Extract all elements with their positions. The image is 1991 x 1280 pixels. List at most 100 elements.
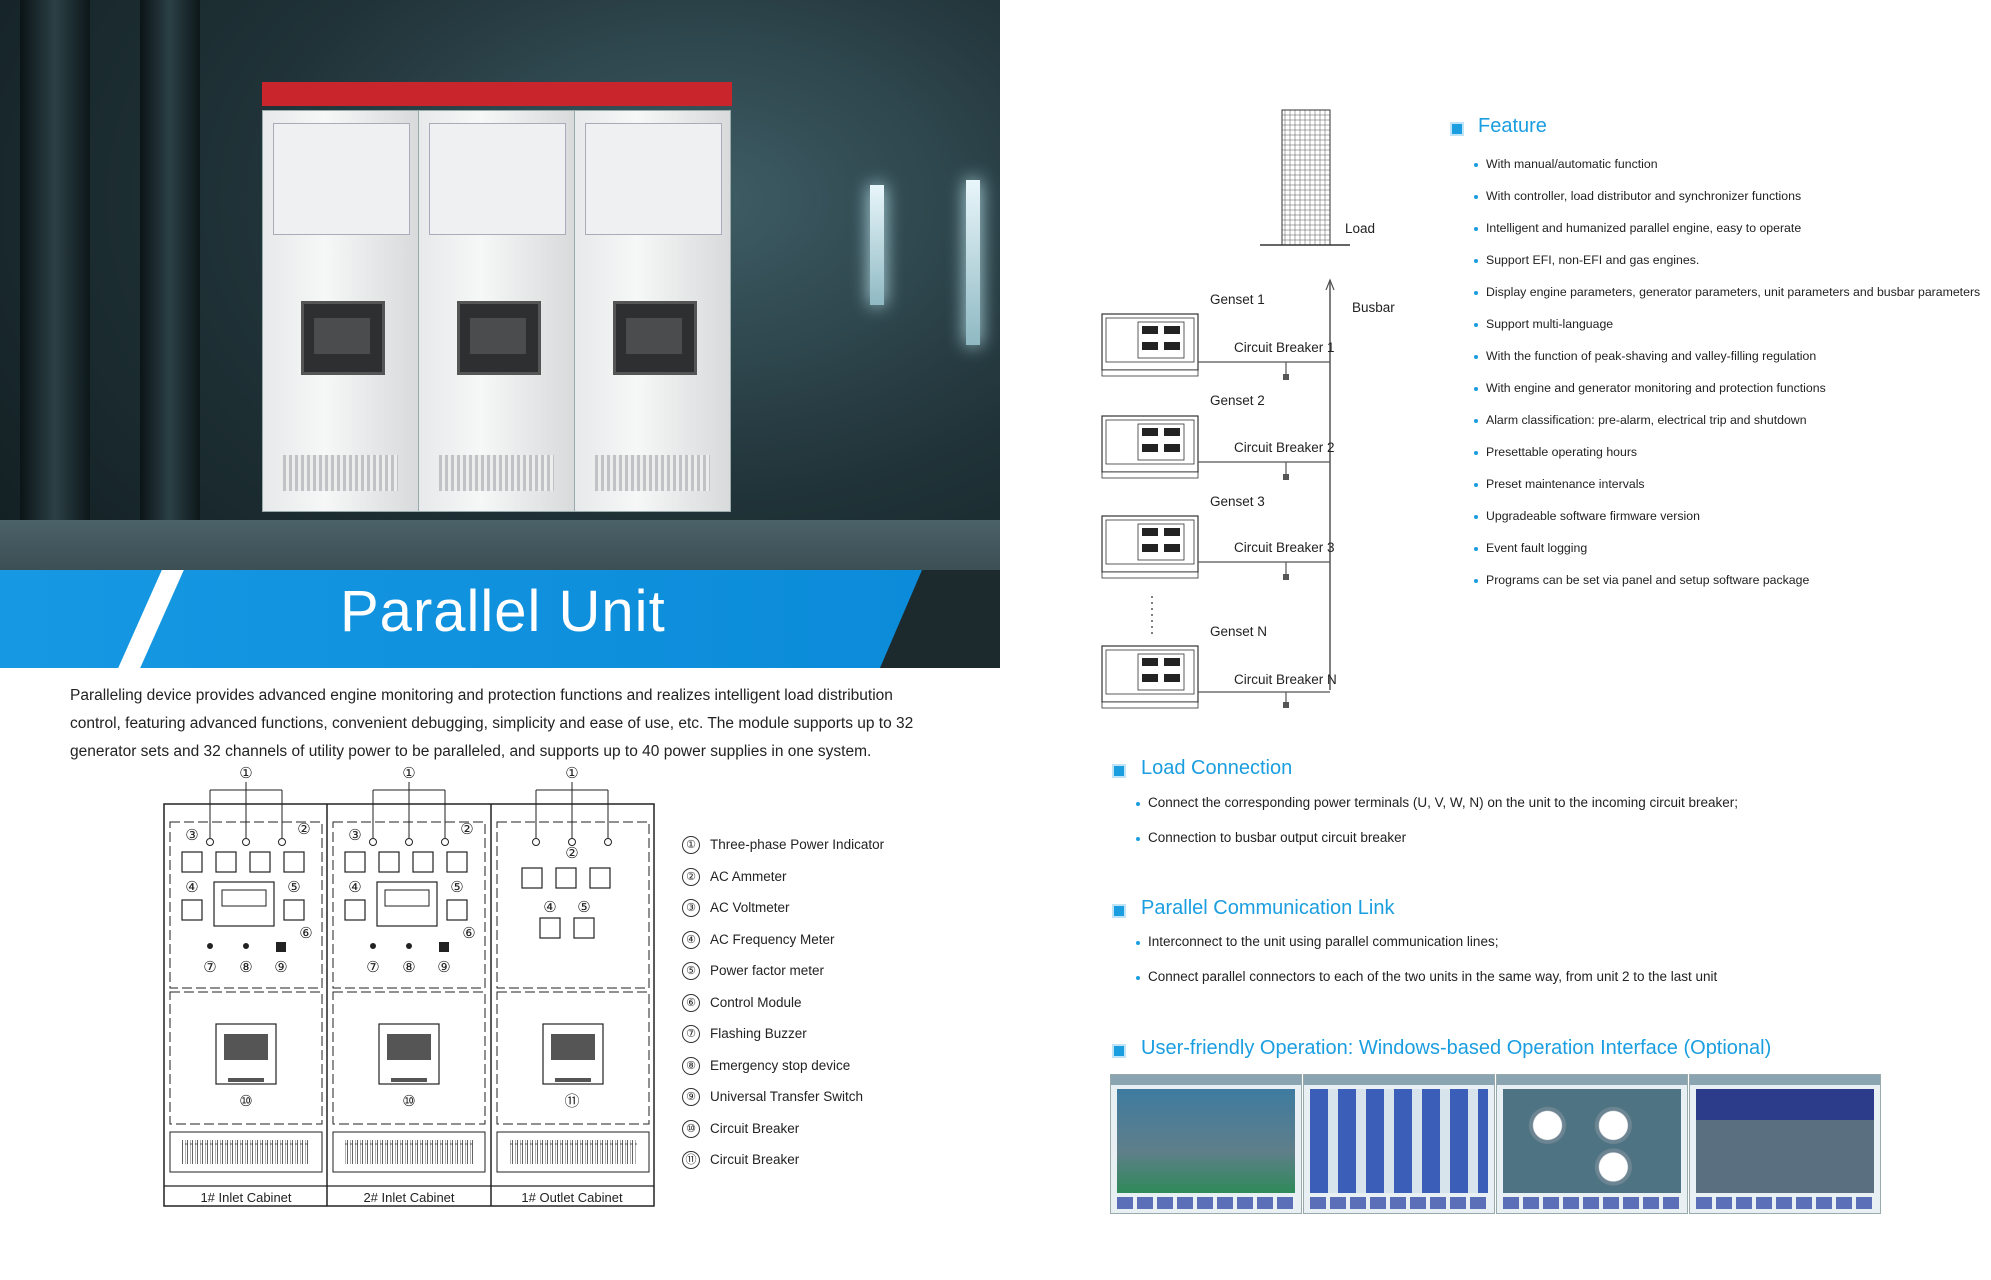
diagram-marker: ①: [239, 765, 252, 782]
feature-item: Intelligent and humanized parallel engin…: [1473, 221, 1802, 235]
genset-icon: [1101, 415, 1199, 479]
diagram-marker: ①: [402, 765, 415, 782]
diagram-marker: ⑪: [564, 1093, 579, 1110]
breaker-label: Circuit Breaker 1: [1234, 340, 1335, 355]
diagram-marker: ②: [297, 821, 310, 838]
diagram-marker: ②: [565, 845, 578, 862]
operation-section-icon: [1112, 1044, 1126, 1058]
diagram-marker: ⑨: [437, 959, 450, 976]
genset-label: Genset 3: [1210, 494, 1265, 509]
genset-icon: [1101, 645, 1199, 709]
load-connection-section-icon: [1112, 764, 1126, 778]
cabinet-vent: [283, 455, 398, 491]
cabinet-breaker: [301, 301, 385, 375]
interface-screenshot: [1689, 1074, 1881, 1214]
diagram-marker: ⑤: [287, 879, 300, 896]
feature-item: Event fault logging: [1473, 541, 1588, 555]
diagram-marker: ④: [543, 899, 556, 916]
cabinet-middle: [418, 110, 575, 512]
diagram-marker: ⑦: [366, 959, 379, 976]
diagram-marker: ③: [185, 827, 198, 844]
feature-item: With engine and generator monitoring and…: [1474, 381, 1826, 395]
load-connection-item: Connection to busbar output circuit brea…: [1135, 830, 1407, 845]
feature-item: Programs can be set via panel and setup …: [1473, 573, 1810, 587]
diagram-marker: ⑥: [299, 925, 312, 942]
cabinet-control-panel: [429, 123, 566, 235]
diagram-marker: ⑤: [450, 879, 463, 896]
cabinet-breaker: [457, 301, 541, 375]
parallel-link-heading: Parallel Communication Link: [1141, 897, 1395, 919]
feature-item: Support EFI, non-EFI and gas engines.: [1473, 253, 1700, 267]
feature-item: With manual/automatic function: [1474, 157, 1658, 171]
cabinet-control-panel: [585, 123, 722, 235]
genset-icon: [1101, 515, 1199, 579]
page-title: Parallel Unit: [340, 579, 666, 644]
genset-icon: [1101, 313, 1199, 377]
cabinet-right: [574, 110, 731, 512]
load-connection-item: Connect the corresponding power terminal…: [1135, 795, 1739, 810]
feature-item: Alarm classification: pre-alarm, electri…: [1474, 413, 1807, 427]
cabinet-vent: [595, 455, 710, 491]
busbar-label: Busbar: [1352, 300, 1395, 315]
feature-item: Presettable operating hours: [1473, 445, 1638, 459]
diagram-marker: ②: [460, 821, 473, 838]
interface-screenshot: [1110, 1074, 1302, 1214]
diagram-marker: ③: [348, 827, 361, 844]
interface-screenshot: [1496, 1074, 1688, 1214]
diagram-marker: ⑧: [239, 959, 252, 976]
breaker-label: Circuit Breaker 3: [1234, 540, 1335, 555]
diagram-marker: ④: [348, 879, 361, 896]
breaker-icon: [1283, 474, 1289, 480]
breaker-icon: [1283, 374, 1289, 380]
cabinet-vent: [439, 455, 554, 491]
feature-item: With controller, load distributor and sy…: [1473, 189, 1802, 203]
cabinet-label: 1# Inlet Cabinet: [200, 1190, 291, 1205]
wall-light: [966, 180, 980, 345]
diagram-marker: ⑩: [402, 1093, 415, 1110]
breaker-icon: [1283, 574, 1289, 580]
feature-item: Display engine parameters, generator par…: [1473, 285, 1981, 299]
cabinet-top-strip: [262, 82, 732, 106]
cabinet-left: [262, 110, 419, 512]
cabinet-breaker: [613, 301, 697, 375]
interface-screenshot: [1303, 1074, 1495, 1214]
diagram-marker: ④: [185, 879, 198, 896]
genset-label: Genset 1: [1210, 292, 1265, 307]
parallel-system-diagram: Load Busbar Genset 1 Circuit Breaker 1 G…: [1101, 109, 1395, 709]
intro-paragraph: Paralleling device provides advanced eng…: [70, 687, 914, 760]
parallel-link-section-icon: [1112, 904, 1126, 918]
wall-light: [870, 185, 884, 305]
diagram-marker: ⑩: [239, 1093, 252, 1110]
diagram-marker: ⑨: [274, 959, 287, 976]
cabinet-label: 2# Inlet Cabinet: [363, 1190, 454, 1205]
breaker-icon: [1283, 702, 1289, 708]
diagram-marker: ⑥: [462, 925, 475, 942]
load-connection-heading: Load Connection: [1141, 757, 1293, 779]
load-label: Load: [1345, 221, 1375, 236]
genset-label: Genset 2: [1210, 393, 1265, 408]
diagram-marker: ⑦: [203, 959, 216, 976]
genset-label: Genset N: [1210, 624, 1267, 639]
feature-heading: Feature: [1478, 115, 1547, 137]
diagram-marker: ①: [565, 765, 578, 782]
breaker-label: Circuit Breaker N: [1234, 672, 1337, 687]
feature-item: Upgradeable software firmware version: [1474, 509, 1700, 523]
feature-item: With the function of peak-shaving and va…: [1473, 349, 1817, 363]
feature-item: Support multi-language: [1473, 317, 1614, 331]
diagram-marker: ⑤: [577, 899, 590, 916]
parallel-link-item: Connect parallel connectors to each of t…: [1135, 969, 1718, 984]
cabinet-diagram: ① ① ① ③ ② ④ ⑤ ⑥ ⑦ ⑧ ⑨ ③ ② ④ ⑤ ⑥ ⑦ ⑧ ⑨ ② …: [163, 765, 655, 1207]
cabinet-control-panel: [273, 123, 410, 235]
diagram-marker: ⑧: [402, 959, 415, 976]
feature-section-icon: [1450, 122, 1464, 136]
hero-image: [0, 0, 1000, 668]
